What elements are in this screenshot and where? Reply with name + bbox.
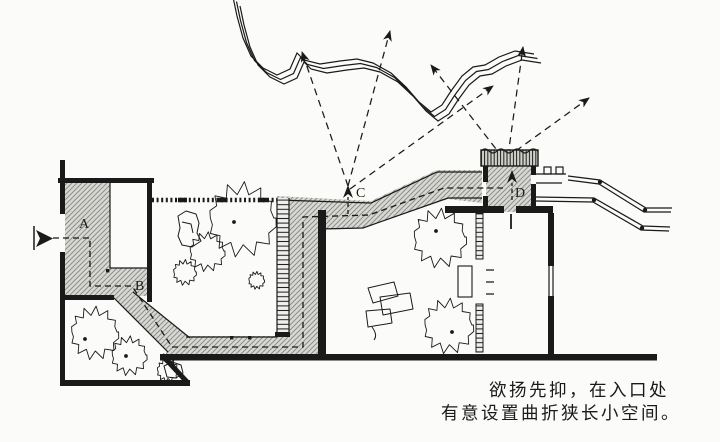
tree-trunk-dot [83, 337, 87, 341]
tree-symbol [189, 231, 226, 272]
outer-wall [58, 178, 154, 183]
rockery-top [480, 148, 539, 154]
bridge-joint [639, 225, 645, 231]
opening-marks [486, 269, 494, 295]
bridge-joint [597, 179, 603, 185]
tree-symbol [248, 270, 266, 290]
caption-line-1: 欲扬先抑，在入口处 [489, 380, 669, 400]
sight-lines-from-c [300, 30, 494, 190]
pavilion-wall [483, 166, 488, 182]
sight-line [507, 46, 527, 157]
pavilion-d-shading [486, 164, 531, 212]
screen-wall [475, 212, 484, 260]
sight-line [349, 85, 494, 190]
bridge-joint [642, 207, 648, 213]
column-dot [106, 269, 110, 273]
corridor-bottom-shading [166, 336, 320, 355]
tree-symbol [413, 207, 468, 269]
gate-pier [543, 166, 552, 175]
caption-line-2: 有意设置曲折狭长小空间。 [441, 403, 681, 423]
outer-wall [60, 380, 190, 386]
planting [71, 181, 475, 383]
inner-court-wall [109, 181, 148, 269]
tree-symbol [173, 259, 197, 286]
pavilion-wall [531, 166, 536, 175]
court-divider-wall [318, 210, 326, 357]
screen-wall [475, 303, 484, 353]
sight-line [347, 30, 392, 187]
east-gate-path [536, 173, 566, 184]
tree-symbol [209, 181, 277, 258]
hall-wall [445, 206, 504, 213]
covered-walk-wall [275, 198, 290, 337]
pavilion-wall [531, 184, 536, 212]
stepped-bridge [567, 175, 672, 213]
bridge-joint [591, 197, 597, 203]
tree-symbol [424, 297, 475, 355]
label-c: C [356, 186, 365, 201]
tree-symbol [111, 335, 148, 376]
view-arrow-d-icon [507, 170, 517, 183]
stepped-bridge [535, 196, 671, 232]
screen-panel [457, 265, 473, 298]
outer-wall [60, 252, 65, 384]
column-dot [230, 336, 234, 340]
corridor-top-shading [277, 170, 482, 230]
outer-wall [60, 160, 65, 214]
point-labels: A B C D [79, 186, 525, 294]
label-b: B [135, 279, 144, 294]
sight-line [430, 64, 504, 159]
corridor-edges [111, 171, 482, 353]
stream-band [233, 0, 542, 122]
caption: 欲扬先抑，在入口处 有意设置曲折狭长小空间。 [441, 380, 681, 423]
entry-court-wall [147, 180, 152, 302]
rock-symbol [177, 210, 202, 248]
south-wall [160, 354, 657, 361]
gate-pier [555, 166, 564, 175]
visitor-route [33, 170, 517, 348]
route-dashed-path [53, 187, 503, 348]
east-wall [548, 213, 554, 266]
tree-symbol [71, 305, 120, 361]
tree-trunk-dot [450, 330, 454, 334]
view-arrow-c-icon [343, 185, 353, 198]
tree-trunk-dot [434, 229, 438, 233]
entry-room-wall [60, 295, 114, 300]
east-wall-opening [548, 266, 554, 296]
pavilion-wall [483, 196, 488, 212]
rock-symbol [163, 361, 184, 379]
tree-trunk-dot [232, 220, 236, 224]
east-wall [548, 296, 554, 357]
label-d: D [515, 186, 525, 201]
tree-trunk-dot [124, 354, 128, 358]
rockery-symbol [365, 281, 414, 341]
entry-arrow-icon [36, 230, 53, 247]
sight-line [505, 97, 590, 159]
sight-lines-from-d [430, 46, 590, 159]
label-a: A [79, 217, 90, 232]
rockery-parapet [480, 149, 539, 167]
pavilion-d [480, 148, 672, 232]
column-dot [248, 336, 252, 340]
entry-room-inner-court [110, 181, 148, 268]
